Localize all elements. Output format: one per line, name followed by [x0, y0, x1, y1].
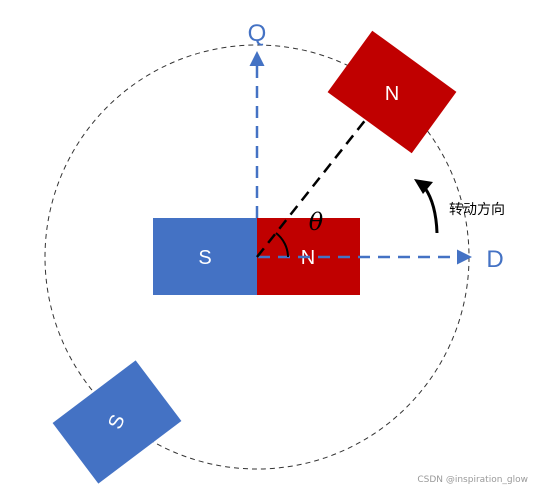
watermark: CSDN @inspiration_glow [417, 475, 528, 485]
angle-theta-label: θ [309, 208, 324, 236]
rotor-south-magnet: S [52, 360, 182, 484]
rotation-direction-label: 转动方向 [449, 202, 505, 218]
center-magnet-south-label: S [198, 247, 211, 269]
angle-arc [275, 232, 289, 258]
center-magnet-south [153, 218, 257, 295]
rotation-direction-arrow [414, 179, 439, 234]
rotor-north-magnet: N [327, 30, 457, 154]
q-axis-label: Q [248, 20, 267, 47]
rotor-north-label: N [385, 81, 399, 103]
rotor-direction-line [256, 103, 379, 258]
center-magnet: S N [153, 218, 360, 295]
d-axis-label: D [486, 246, 503, 273]
